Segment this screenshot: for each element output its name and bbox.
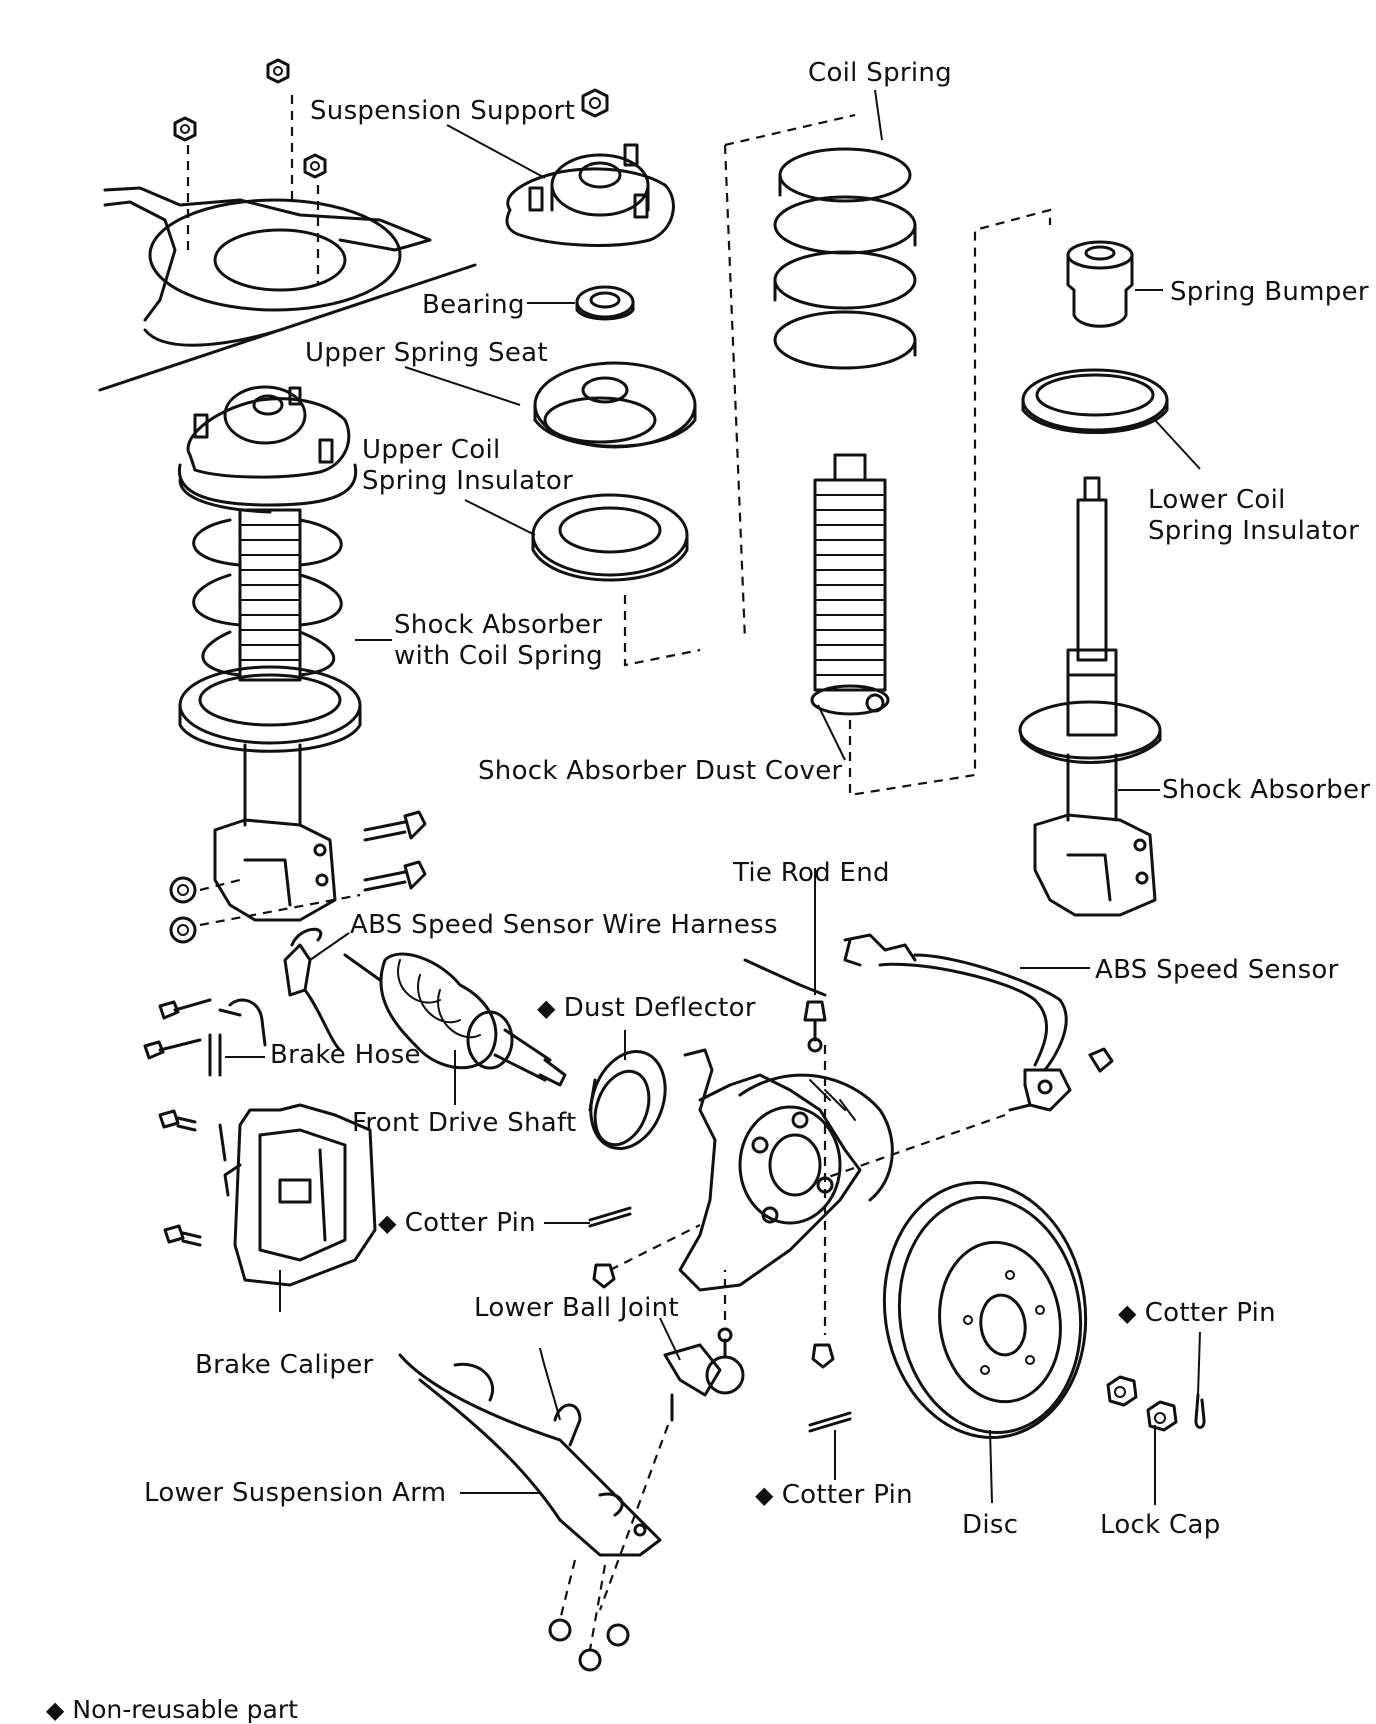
ball-joint-bolt-dashed xyxy=(598,1424,670,1611)
coil-spring xyxy=(723,113,917,641)
steering-knuckle xyxy=(678,1048,894,1292)
label-shock-absorber: Shock Absorber xyxy=(1162,775,1371,805)
label-tie-rod-end: Tie Rod End xyxy=(733,858,890,888)
label-abs-speed-sensor: ABS Speed Sensor xyxy=(1095,955,1339,985)
label-upper-coil-spring-insulator: Upper Coil Spring Insulator xyxy=(362,435,574,496)
tie-rod-end xyxy=(743,958,827,1053)
arm-nuts xyxy=(548,1559,630,1672)
label-coil-spring: Coil Spring xyxy=(808,58,952,88)
lower-ball-joint xyxy=(663,1327,745,1422)
upper-spring-seat xyxy=(533,361,697,449)
cotter-pin-tie-rod-text: Cotter Pin xyxy=(781,1480,913,1510)
lock-cap-parts xyxy=(1106,1375,1206,1432)
label-bearing: Bearing xyxy=(422,290,525,320)
label-cotter-pin-knuckle: Cotter Pin xyxy=(378,1208,536,1239)
bearing xyxy=(575,285,635,321)
legend: ◆Non-reusable part xyxy=(30,1666,298,1724)
label-lower-ball-joint: Lower Ball Joint xyxy=(474,1293,679,1323)
sensor-dashed xyxy=(819,1113,1006,1182)
label-abs-speed-sensor-wire-harness: ABS Speed Sensor Wire Harness xyxy=(350,910,778,940)
label-shock-absorber-dust-cover: Shock Absorber Dust Cover xyxy=(478,756,843,786)
lower-suspension-arm xyxy=(398,1353,662,1557)
cotter-pin-right-text: Cotter Pin xyxy=(1144,1298,1276,1328)
tie-rod-nut xyxy=(808,1343,852,1433)
cotter-pin-knuckle-text: Cotter Pin xyxy=(404,1208,536,1238)
label-brake-hose: Brake Hose xyxy=(270,1040,421,1070)
label-upper-spring-seat: Upper Spring Seat xyxy=(305,338,548,368)
lower-coil-spring-insulator xyxy=(1021,368,1169,434)
brake-disc xyxy=(882,1180,1088,1440)
shock-absorber xyxy=(1018,476,1162,917)
label-disc: Disc xyxy=(962,1510,1019,1540)
caliper-bolts xyxy=(158,1109,202,1247)
dust-deflector-text: Dust Deflector xyxy=(563,993,756,1023)
front-drive-shaft xyxy=(343,952,567,1087)
dust-deflector xyxy=(588,1050,667,1150)
abs-speed-sensor xyxy=(843,933,1114,1112)
brake-hose xyxy=(143,998,267,1077)
label-shock-absorber-with-coil-spring: Shock Absorber with Coil Spring xyxy=(394,610,603,671)
dust-cover xyxy=(810,453,890,716)
legend-text: Non-reusable part xyxy=(72,1695,298,1724)
label-front-drive-shaft: Front Drive Shaft xyxy=(352,1108,577,1138)
strut-bolts xyxy=(169,810,427,944)
label-cotter-pin-tie-rod: Cotter Pin xyxy=(755,1480,913,1511)
abs-wire-harness xyxy=(283,927,342,1052)
suspension-support xyxy=(505,88,675,247)
knuckle-dashed xyxy=(609,1224,701,1271)
diamond-icon: ◆ xyxy=(45,1696,65,1724)
assembled-strut xyxy=(177,385,362,922)
panel-nuts xyxy=(173,58,327,285)
label-spring-bumper: Spring Bumper xyxy=(1170,277,1369,307)
label-suspension-support: Suspension Support xyxy=(310,96,576,126)
label-brake-caliper: Brake Caliper xyxy=(195,1350,374,1380)
cotter-pin-knuckle-part xyxy=(588,1206,632,1289)
leader-lines xyxy=(225,89,1201,1505)
label-lock-cap: Lock Cap xyxy=(1100,1510,1221,1540)
brake-caliper xyxy=(218,1103,377,1287)
label-lower-coil-spring-insulator: Lower Coil Spring Insulator xyxy=(1148,485,1360,546)
body-panel xyxy=(98,186,477,392)
label-dust-deflector: Dust Deflector xyxy=(537,993,756,1024)
spring-bumper xyxy=(1066,240,1134,328)
label-lower-suspension-arm: Lower Suspension Arm xyxy=(144,1478,447,1508)
label-cotter-pin-right: Cotter Pin xyxy=(1118,1298,1276,1329)
